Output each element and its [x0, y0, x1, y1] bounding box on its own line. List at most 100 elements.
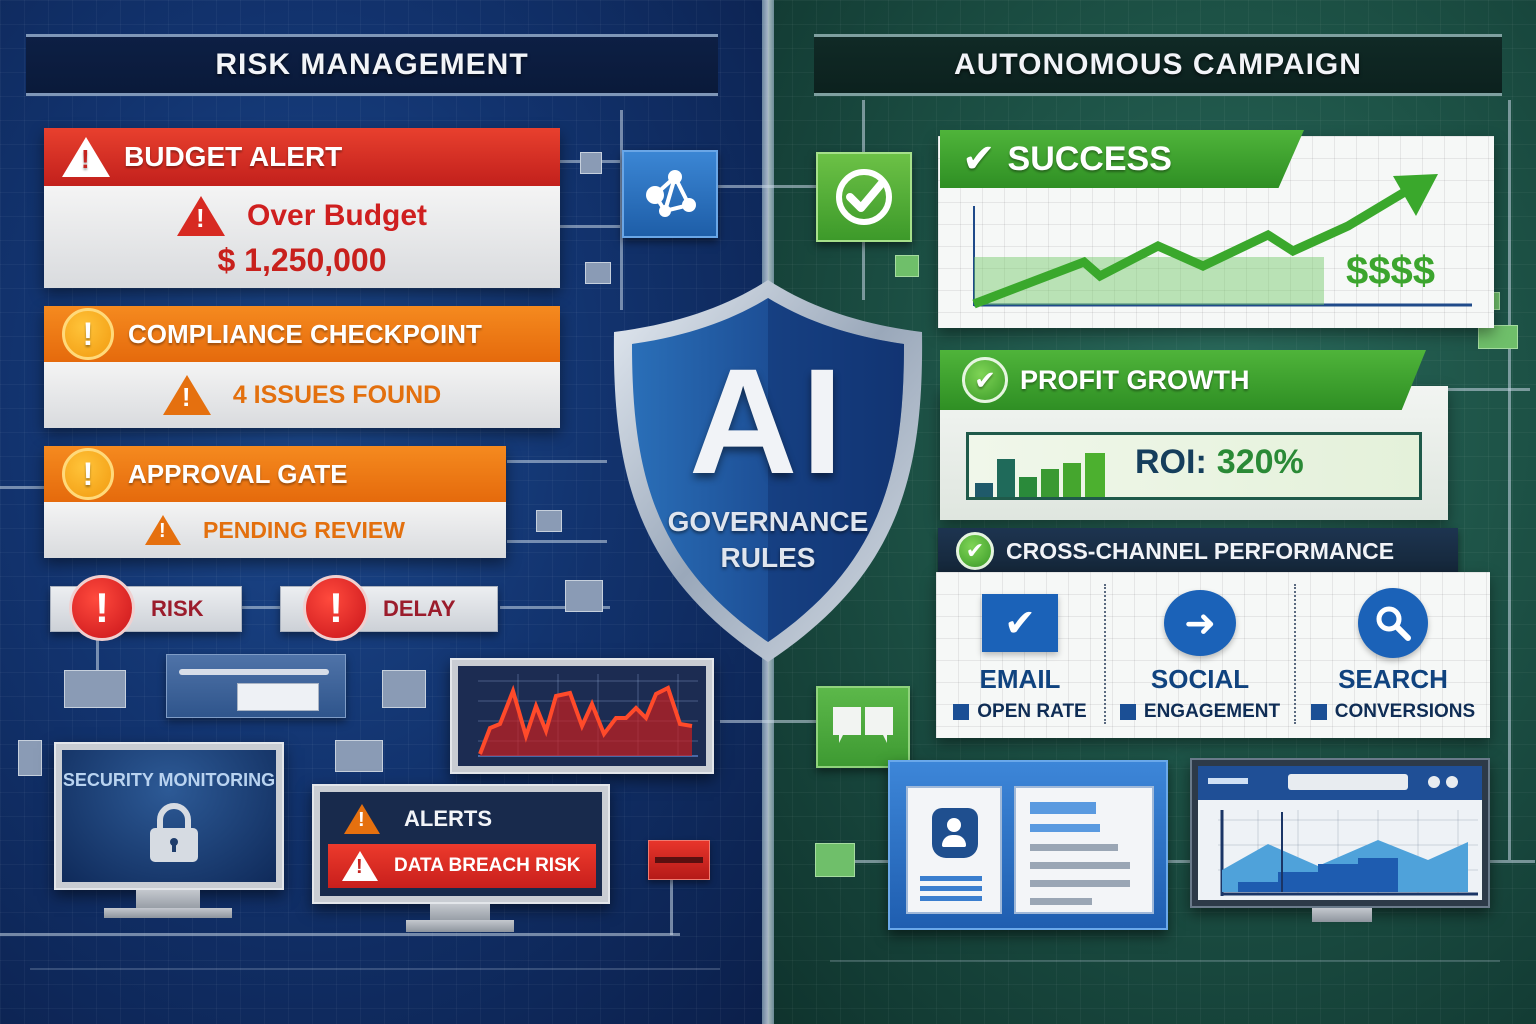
compliance-checkpoint-card[interactable]: ! COMPLIANCE CHECKPOINT 4 ISSUES FOUND [44, 306, 560, 428]
success-banner[interactable]: ✔ SUCCESS [940, 130, 1304, 188]
shield-ai-title: AI [689, 337, 847, 505]
channel-email[interactable]: ✔ EMAIL OPEN RATE [936, 572, 1104, 738]
delay-chip[interactable]: ! DELAY [280, 575, 498, 641]
data-breach-risk-alert[interactable]: DATA BREACH RISK [328, 844, 596, 888]
roi-bar-chart [975, 453, 1105, 497]
cross-channel-header[interactable]: ✔ CROSS-CHANNEL PERFORMANCE [938, 528, 1458, 574]
circuit-wire [1440, 388, 1530, 391]
campaign-analytics-chart [1218, 810, 1478, 896]
circuit-wire [96, 640, 99, 670]
compliance-title: COMPLIANCE CHECKPOINT [128, 318, 482, 349]
alerts-monitor: ALERTS DATA BREACH RISK [312, 784, 610, 904]
circuit-wire [0, 933, 680, 936]
circuit-wire [720, 720, 820, 723]
risk-management-header: RISK MANAGEMENT [26, 34, 718, 96]
shield-subtitle: GOVERNANCE RULES [608, 504, 928, 576]
roi-box: ROI: 320% [966, 432, 1422, 500]
metric-icon [1119, 704, 1136, 720]
warning-triangle-icon [62, 137, 110, 177]
network-nodes-icon [646, 170, 696, 217]
exclamation-circle-icon: ! [62, 308, 114, 360]
success-check-tile[interactable] [816, 152, 912, 242]
risk-volatility-chart [478, 674, 698, 757]
circuit-node [580, 152, 602, 174]
channel-metrics-panel: ✔ EMAIL OPEN RATE ➜ SOCIAL ENGAGEMENT SE… [936, 572, 1490, 738]
security-monitoring-monitor: SECURITY MONITORING [54, 742, 284, 890]
monitor-stand [1312, 908, 1372, 922]
circuit-node [815, 843, 855, 877]
channel-social-metric: ENGAGEMENT [1143, 701, 1281, 722]
check-circle-icon [836, 169, 892, 225]
circuit-node [895, 255, 919, 277]
magnifier-icon [1358, 588, 1428, 658]
circuit-wire [240, 606, 280, 609]
governance-label: GOVERNANCE [667, 506, 869, 537]
budget-amount: $ 1,250,000 [217, 241, 387, 278]
profit-growth-banner[interactable]: ✔ PROFIT GROWTH [940, 350, 1426, 410]
channel-email-metric: OPEN RATE [977, 701, 1087, 722]
channel-search-name: SEARCH [1338, 664, 1448, 694]
roi-value: 320% [1216, 443, 1304, 481]
channel-email-name: EMAIL [979, 664, 1061, 694]
checkmark-icon: ✔ [962, 137, 996, 181]
circuit-wire [1508, 100, 1511, 860]
delay-label: DELAY [383, 596, 456, 621]
chat-tile[interactable] [816, 686, 910, 768]
budget-alert-title: BUDGET ALERT [124, 141, 343, 172]
circuit-node [585, 262, 611, 284]
process-module [166, 654, 346, 718]
budget-alert-card[interactable]: BUDGET ALERT Over Budget $ 1,250,000 [44, 128, 560, 288]
warning-triangle-icon [344, 804, 380, 834]
metric-icon [1310, 704, 1327, 720]
warning-triangle-icon [145, 515, 182, 545]
dollar-signs: $$$$ [1346, 249, 1435, 293]
metric-icon [953, 704, 970, 720]
channel-social[interactable]: ➜ SOCIAL ENGAGEMENT [1106, 572, 1294, 738]
circuit-wire [30, 968, 720, 970]
success-growth-chart: $$$$ [972, 174, 1472, 309]
circuit-wire [507, 460, 607, 463]
user-avatar-icon [932, 808, 978, 858]
data-breach-risk-label: DATA BREACH RISK [394, 855, 581, 876]
red-status-node [648, 840, 710, 880]
circuit-node [565, 580, 603, 612]
risk-label: RISK [151, 596, 204, 621]
alerts-title: ALERTS [404, 806, 492, 831]
warning-triangle-icon [342, 851, 378, 881]
success-label: SUCCESS [1007, 139, 1172, 178]
exclamation-circle-icon: ! [303, 575, 369, 641]
email-check-icon: ✔ [982, 594, 1058, 652]
circuit-node [536, 510, 562, 532]
check-circle-icon: ✔ [956, 532, 994, 570]
shield-icon [613, 280, 923, 662]
monitor-stand [406, 920, 514, 932]
approval-gate-title: APPROVAL GATE [128, 458, 348, 489]
ai-governance-shield: AI GOVERNANCE RULES [608, 276, 928, 666]
warning-triangle-icon [162, 375, 211, 415]
network-node-tile[interactable] [622, 150, 718, 238]
lock-icon [150, 803, 198, 862]
chat-bubbles-icon [833, 707, 893, 743]
analytics-monitor [1190, 758, 1490, 908]
issues-found-status: 4 ISSUES FOUND [232, 380, 442, 409]
approval-gate-card[interactable]: ! APPROVAL GATE PENDING REVIEW [44, 446, 506, 558]
risk-chip[interactable]: ! RISK [50, 575, 242, 641]
roi-label: ROI: [1135, 443, 1207, 481]
profit-growth-label: PROFIT GROWTH [1020, 364, 1250, 395]
pending-review-status: PENDING REVIEW [203, 516, 405, 543]
rules-label: RULES [720, 542, 816, 573]
circuit-wire [0, 486, 45, 489]
cross-channel-label: CROSS-CHANNEL PERFORMANCE [1006, 537, 1395, 564]
monitor-stand [430, 904, 490, 924]
circuit-wire [710, 185, 830, 188]
circuit-node [1478, 325, 1518, 349]
channel-search[interactable]: SEARCH CONVERSIONS [1296, 572, 1490, 738]
circuit-node [64, 670, 126, 708]
profile-document-window [888, 760, 1168, 930]
monitor-stand [104, 908, 232, 918]
channel-social-name: SOCIAL [1150, 664, 1250, 694]
circuit-wire [670, 880, 673, 935]
circuit-wire [507, 540, 607, 543]
over-budget-status: Over Budget [246, 198, 428, 232]
circuit-wire [500, 606, 610, 609]
